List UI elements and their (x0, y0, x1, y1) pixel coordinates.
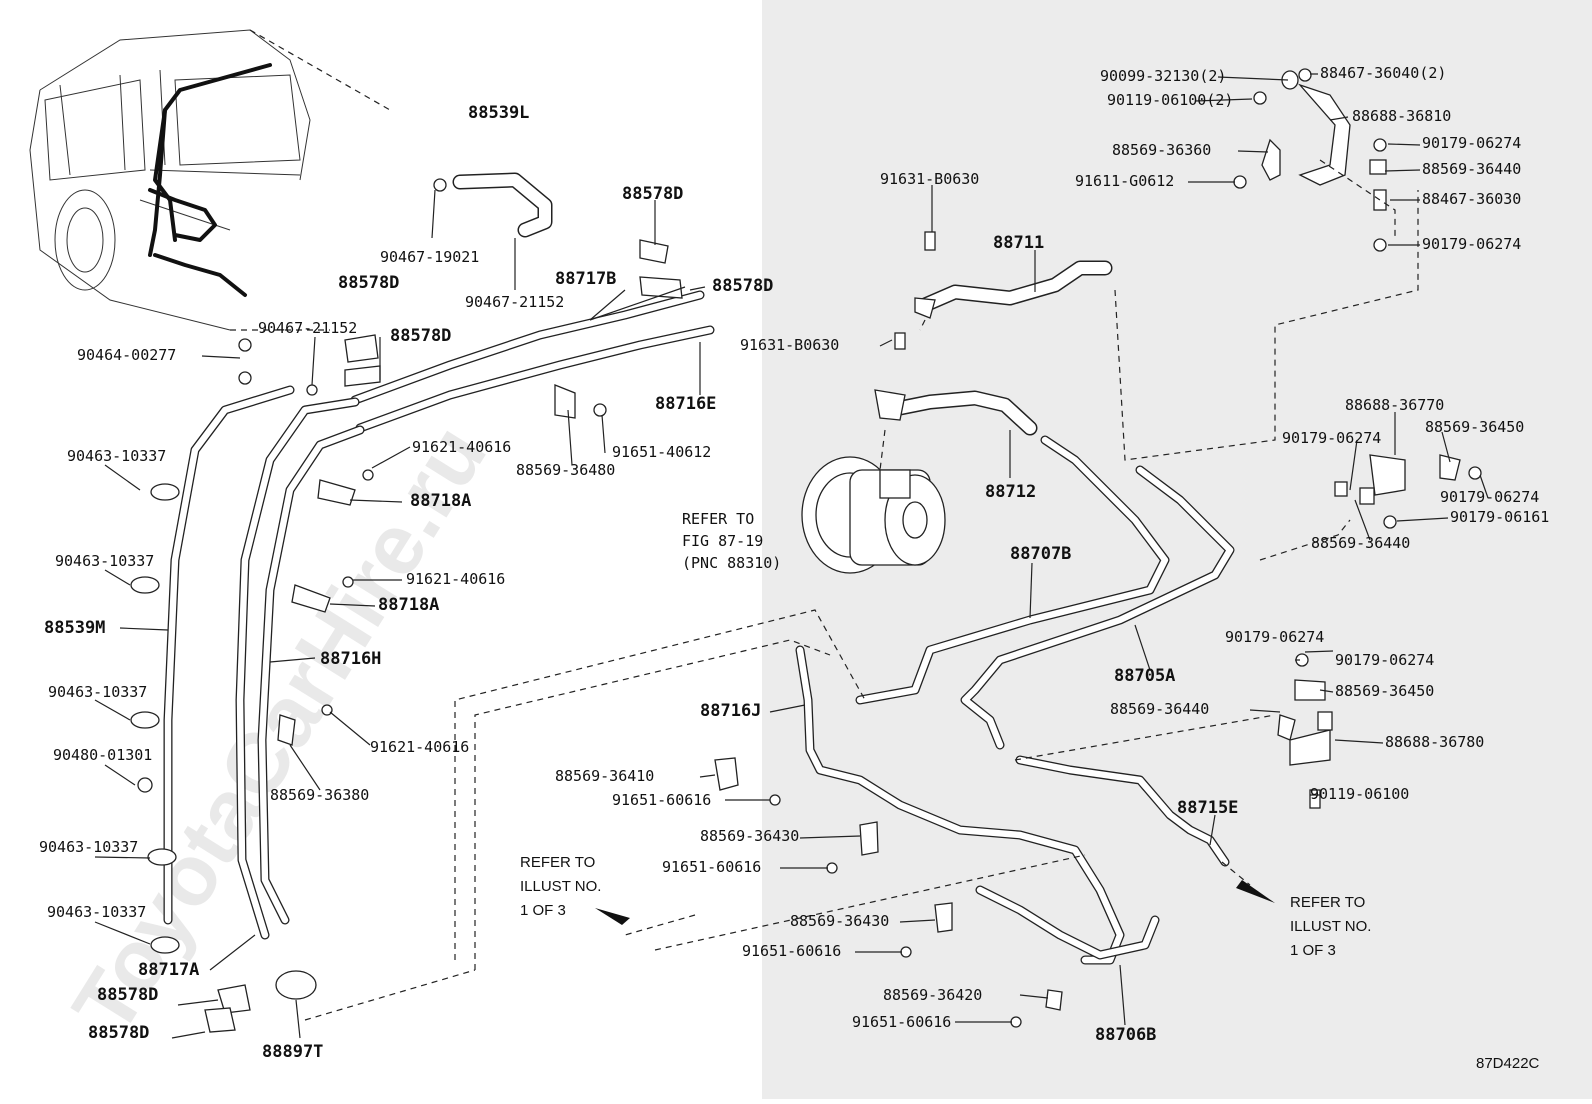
part-label: 88539M (44, 618, 105, 638)
part-label: 91631-B0630 (880, 170, 979, 188)
part-label: 90467-19021 (380, 248, 479, 266)
part-label: 90463-10337 (48, 683, 147, 701)
part-label: 88897T (262, 1042, 323, 1062)
part-label: 88569-36480 (516, 461, 615, 479)
part-label: 91621-40616 (412, 438, 511, 456)
refer-right-line-1: REFER TO (1290, 894, 1365, 911)
refer-left-line-3: 1 OF 3 (520, 902, 566, 919)
refer-compressor-line-3: (PNC 88310) (682, 554, 781, 572)
part-label: 91651-60616 (852, 1013, 951, 1031)
refer-right-line-3: 1 OF 3 (1290, 942, 1336, 959)
part-label: 88688-36770 (1345, 396, 1444, 414)
part-label: 90119-06100(2) (1107, 91, 1233, 109)
part-label: 90179-06161 (1450, 508, 1549, 526)
part-label: 88578D (97, 985, 158, 1005)
hardware (130, 68, 1482, 1033)
part-label: 88569-36420 (883, 986, 982, 1004)
part-label: 88578D (390, 326, 451, 346)
part-label: 88467-36040(2) (1320, 64, 1446, 82)
refer-right-line-2: ILLUST NO. (1290, 918, 1371, 935)
part-label: 88688-36810 (1352, 107, 1451, 125)
part-label: 90463-10337 (67, 447, 166, 465)
arrow-left (595, 908, 630, 925)
part-label: 88569-36430 (700, 827, 799, 845)
part-label: 88715E (1177, 798, 1238, 818)
part-label: 90179-06274 (1225, 628, 1324, 646)
part-label: 88569-36440 (1110, 700, 1209, 718)
part-label: 90179-06274 (1282, 429, 1381, 447)
part-label: 88569-36380 (270, 786, 369, 804)
part-label: 91651-60616 (612, 791, 711, 809)
part-label: 90480-01301 (53, 746, 152, 764)
part-label: 88718A (410, 491, 471, 511)
part-label: 88569-36450 (1335, 682, 1434, 700)
part-label: 88569-36410 (555, 767, 654, 785)
part-label: 88705A (1114, 666, 1175, 686)
part-label: 88711 (993, 233, 1044, 253)
part-label: 90463-10337 (47, 903, 146, 921)
part-label: 88716J (700, 701, 761, 721)
part-label: 88716H (320, 649, 381, 669)
part-label: 90179-06274 (1440, 488, 1539, 506)
part-label: 88578D (622, 184, 683, 204)
part-label: 91621-40616 (370, 738, 469, 756)
part-label: 88569-36440 (1422, 160, 1521, 178)
part-label: 90179-06274 (1422, 235, 1521, 253)
part-label: 91651-60616 (662, 858, 761, 876)
part-label: 88706B (1095, 1025, 1156, 1045)
refer-left-line-2: ILLUST NO. (520, 878, 601, 895)
refer-compressor-line-2: FIG 87-19 (682, 532, 763, 550)
part-label: 88569-36440 (1311, 534, 1410, 552)
part-label: 88539L (468, 103, 529, 123)
part-label: 88569-36430 (790, 912, 889, 930)
figure-code: 87D422C (1476, 1055, 1540, 1072)
part-label: 88578D (338, 273, 399, 293)
part-label: 88707B (1010, 544, 1071, 564)
refer-left-line-1: REFER TO (520, 854, 595, 871)
part-label: 90099-32130(2) (1100, 67, 1226, 85)
part-label: 88712 (985, 482, 1036, 502)
reference-lines (304, 159, 1419, 1021)
vehicle-outline (29, 29, 391, 331)
part-labels: 90099-32130(2)88467-36040(2)90119-06100(… (39, 64, 1549, 1062)
part-label: 90463-10337 (39, 838, 138, 856)
part-label: 88569-36360 (1112, 141, 1211, 159)
part-label: 88467-36030 (1422, 190, 1521, 208)
part-label: 88578D (712, 276, 773, 296)
part-label: 90467-21152 (465, 293, 564, 311)
refer-compressor-line-1: REFER TO (682, 510, 754, 528)
arrow-right (1236, 880, 1275, 903)
leader-lines (94, 73, 1489, 1039)
part-label: 91611-G0612 (1075, 172, 1174, 190)
part-label: 90179-06274 (1335, 651, 1434, 669)
part-label: 90464-00277 (77, 346, 176, 364)
part-label: 90467-21152 (258, 319, 357, 337)
part-label: 88718A (378, 595, 439, 615)
part-label: 91621-40616 (406, 570, 505, 588)
part-label: 90119-06100 (1310, 785, 1409, 803)
part-label: 88717A (138, 960, 199, 980)
part-label: 91651-60616 (742, 942, 841, 960)
part-label: 90463-10337 (55, 552, 154, 570)
part-label: 88569-36450 (1425, 418, 1524, 436)
part-label: 88578D (88, 1023, 149, 1043)
pipe-runs (163, 172, 1235, 965)
part-label: 88716E (655, 394, 716, 414)
part-label: 91651-40612 (612, 443, 711, 461)
part-label: 91631-B0630 (740, 336, 839, 354)
part-label: 90179-06274 (1422, 134, 1521, 152)
part-label: 88688-36780 (1385, 733, 1484, 751)
part-label: 88717B (555, 269, 616, 289)
compressor (801, 456, 946, 574)
